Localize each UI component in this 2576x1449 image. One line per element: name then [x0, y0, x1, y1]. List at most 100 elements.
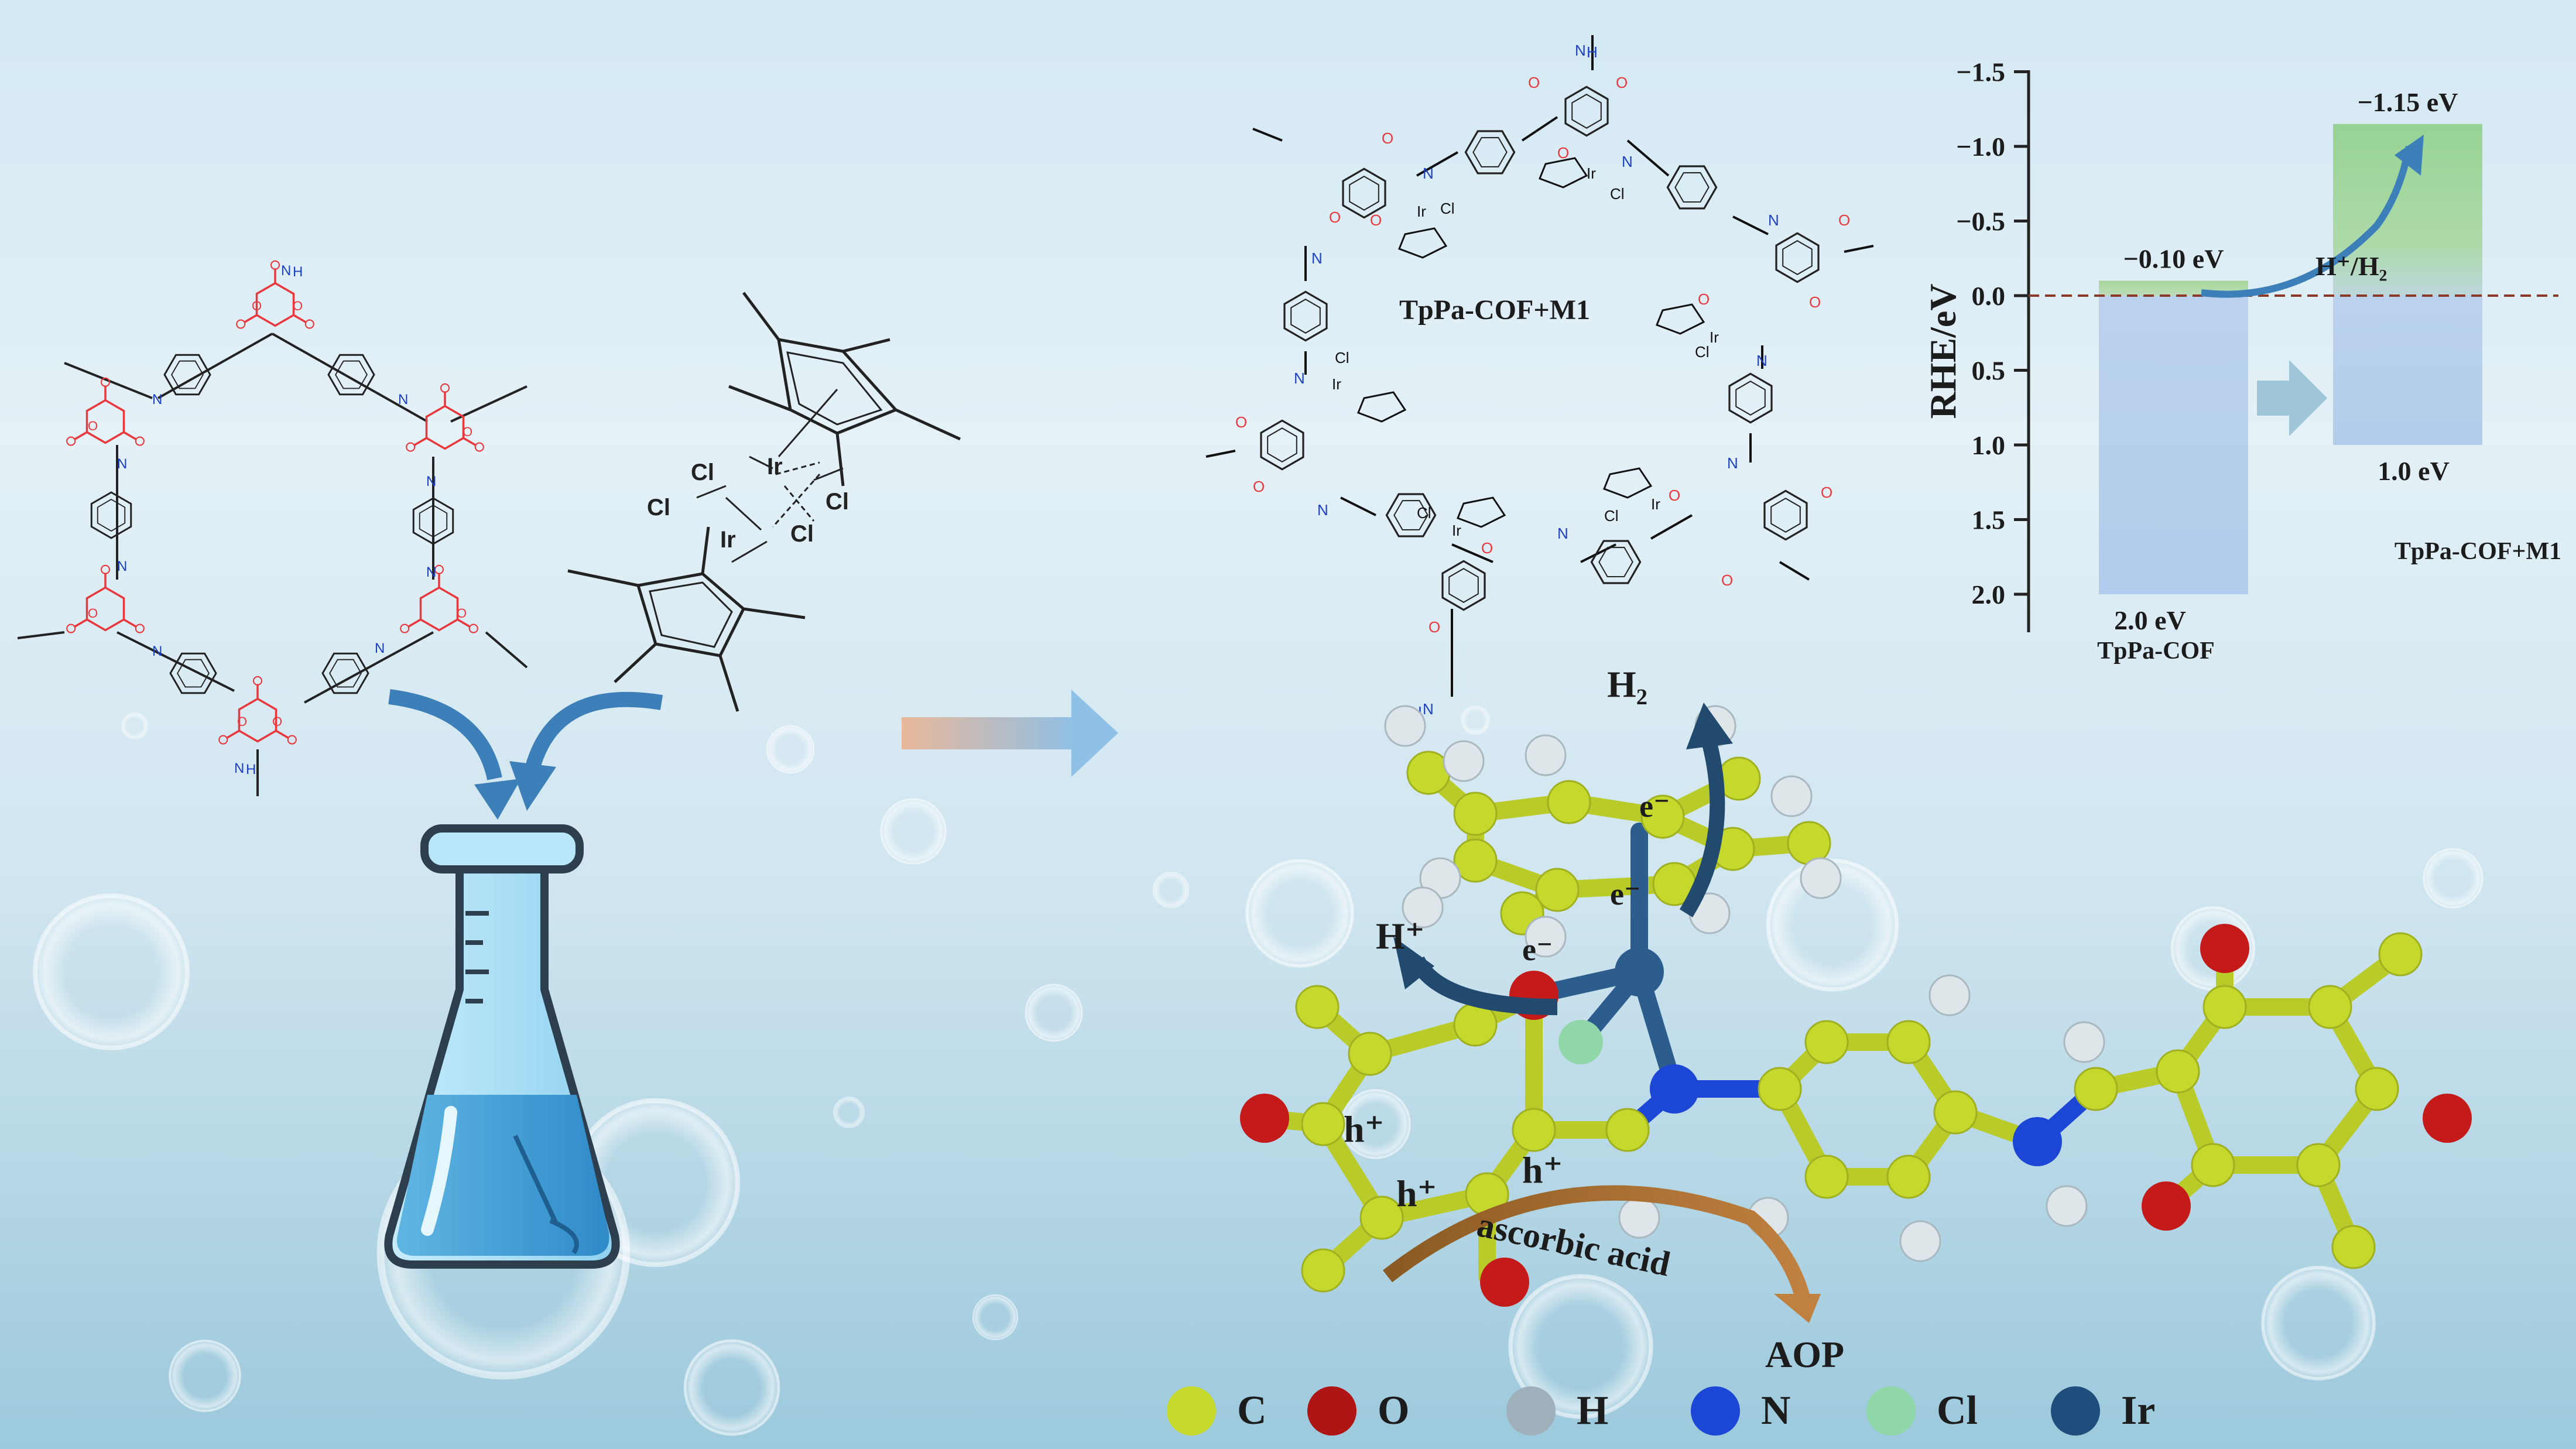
- band-tick-label: 1.0: [1972, 430, 2006, 460]
- band-shift-arrow-icon: [2257, 360, 2327, 436]
- carbon-atom: [2308, 985, 2352, 1029]
- m1-atom-o: O: [1721, 571, 1733, 589]
- m1-atom-o: O: [1557, 144, 1569, 162]
- m1-atom-o: O: [1698, 290, 1710, 308]
- m1-atom-cl: Cl: [1417, 504, 1431, 522]
- dimer-atom-cl: Cl: [691, 460, 714, 485]
- oxygen-atom: [1240, 1094, 1289, 1143]
- reference-potential-label: H⁺/H₂: [2315, 251, 2387, 281]
- hydrogen-atom: [1770, 775, 1813, 817]
- m1-atom-n: N: [1727, 454, 1738, 472]
- m1-atom-cl: Cl: [1695, 343, 1710, 361]
- m1-atom-ir: Ir: [1452, 522, 1461, 539]
- legend-swatch: [1691, 1386, 1740, 1436]
- cof-atom-o: O: [272, 714, 282, 729]
- carbon-atom: [1886, 1155, 1931, 1199]
- carbon-atom: [1547, 780, 1591, 824]
- h2-label: H₂: [1607, 663, 1647, 705]
- electron-label: e⁻: [1639, 789, 1670, 824]
- nitrogen-atom: [1650, 1064, 1699, 1114]
- electron-transfer-arrowhead-icon: [2395, 135, 2424, 176]
- legend-swatch: [1506, 1386, 1556, 1436]
- band-bars: [2099, 124, 2482, 594]
- cof-atom-o: O: [457, 606, 467, 621]
- cof-atom-n: N: [234, 761, 244, 776]
- m1-atom-o: O: [1382, 129, 1393, 147]
- hydrogen-atom: [1402, 886, 1444, 929]
- oxygen-atom: [1480, 1258, 1529, 1307]
- m1-atom-o: O: [1235, 413, 1247, 431]
- hydrogen-atom: [1443, 740, 1485, 782]
- hole-label: h⁺: [1522, 1149, 1563, 1191]
- iridium-dimer-structure: Cl Ir Cl Cl Ir Cl: [567, 292, 961, 712]
- curved-arrow-left: [388, 689, 521, 820]
- m1-atom-n: N: [1317, 501, 1328, 519]
- carbon-atom: [1453, 838, 1498, 883]
- m1-atom-cl: Cl: [1440, 200, 1455, 217]
- m1-atom-h: H: [1587, 43, 1598, 61]
- m1-atom-o: O: [1616, 74, 1628, 91]
- m1-atom-n: N: [1768, 211, 1779, 229]
- curved-arrow-right: [509, 691, 663, 811]
- carbon-atom: [1301, 1102, 1345, 1146]
- carbon-atom: [2355, 1067, 2399, 1111]
- m1-atom-n: N: [1575, 42, 1586, 59]
- carbon-atom: [2378, 932, 2423, 977]
- carbon-atom: [2074, 1067, 2118, 1111]
- electron-label: e⁻: [1610, 876, 1640, 912]
- cof-atom-n: N: [152, 643, 162, 659]
- cof-atom-o: O: [293, 299, 303, 313]
- aop-label: AOP: [1765, 1334, 1844, 1375]
- m1-atom-o: O: [1329, 208, 1341, 226]
- legend-swatch: [2051, 1386, 2100, 1436]
- legend-label: Ir: [2121, 1388, 2155, 1433]
- hydrogen-atom: [2063, 1021, 2105, 1063]
- m1-atom-ir: Ir: [1651, 495, 1660, 513]
- m1-vb-label: 1.0 eV: [2378, 456, 2450, 486]
- chlorine-atom: [1558, 1020, 1603, 1064]
- m1-atom-ir: Ir: [1587, 165, 1596, 182]
- carbon-atom: [1933, 1090, 1978, 1135]
- cof-atom-n: N: [375, 640, 385, 656]
- oxygen-atom: [2142, 1181, 2191, 1231]
- hydrogen-atom: [1800, 857, 1842, 899]
- m1-atom-o: O: [1669, 487, 1680, 504]
- carbon-atom: [1640, 794, 1685, 839]
- carbon-atom: [1348, 1032, 1392, 1076]
- band-diagram: −1.5−1.0−0.50.00.51.01.52.0 RHE/eV H⁺/H₂…: [1922, 57, 2561, 665]
- cof-atom-n: N: [117, 559, 127, 574]
- band-tick-label: −0.5: [1956, 207, 2005, 237]
- m1-atom-cl: Cl: [1610, 185, 1625, 203]
- cof-atom-n: N: [281, 263, 291, 279]
- hydrogen-atom: [1525, 916, 1567, 958]
- m1-atom-cl: Cl: [1335, 349, 1349, 366]
- m1-atom-o: O: [1253, 478, 1265, 495]
- legend-label: N: [1761, 1388, 1791, 1433]
- h2-arrow-icon: [1686, 703, 1733, 749]
- carbon-atom: [2202, 985, 2247, 1029]
- carbon-atom: [1758, 1067, 1802, 1111]
- legend-swatch: [1866, 1386, 1916, 1436]
- legend-swatch: [1307, 1386, 1356, 1436]
- m1-atom-n: N: [1756, 352, 1767, 369]
- cof-atom-o: O: [463, 424, 472, 439]
- band-y-label: RHE/eV: [1922, 283, 1964, 419]
- tppa-cof-m1-structure: N H N N N N N N N N N N H O O O O O O O …: [1205, 35, 1874, 721]
- oxygen-atom: [2423, 1094, 2472, 1143]
- nitrogen-atom: [2013, 1117, 2062, 1166]
- oxygen-atom: [2200, 924, 2249, 973]
- carbon-atom: [1535, 868, 1580, 912]
- cof-atom-n: N: [426, 474, 436, 489]
- background-bubbles: [35, 705, 2483, 1434]
- m1-atom-ir: Ir: [1332, 375, 1341, 393]
- hydrogen-atom: [1525, 734, 1567, 776]
- valence-band-bar: [2333, 296, 2482, 445]
- m1-atom-o: O: [1481, 539, 1493, 557]
- carbon-atom: [2331, 1225, 2376, 1269]
- tppa-cof-structure: N H N N N N N N N N N H O O O O O O O O: [17, 260, 528, 796]
- m1-atom-n: N: [1557, 525, 1568, 542]
- m1-atom-o: O: [1838, 211, 1850, 229]
- carbon-atom: [1605, 1108, 1650, 1152]
